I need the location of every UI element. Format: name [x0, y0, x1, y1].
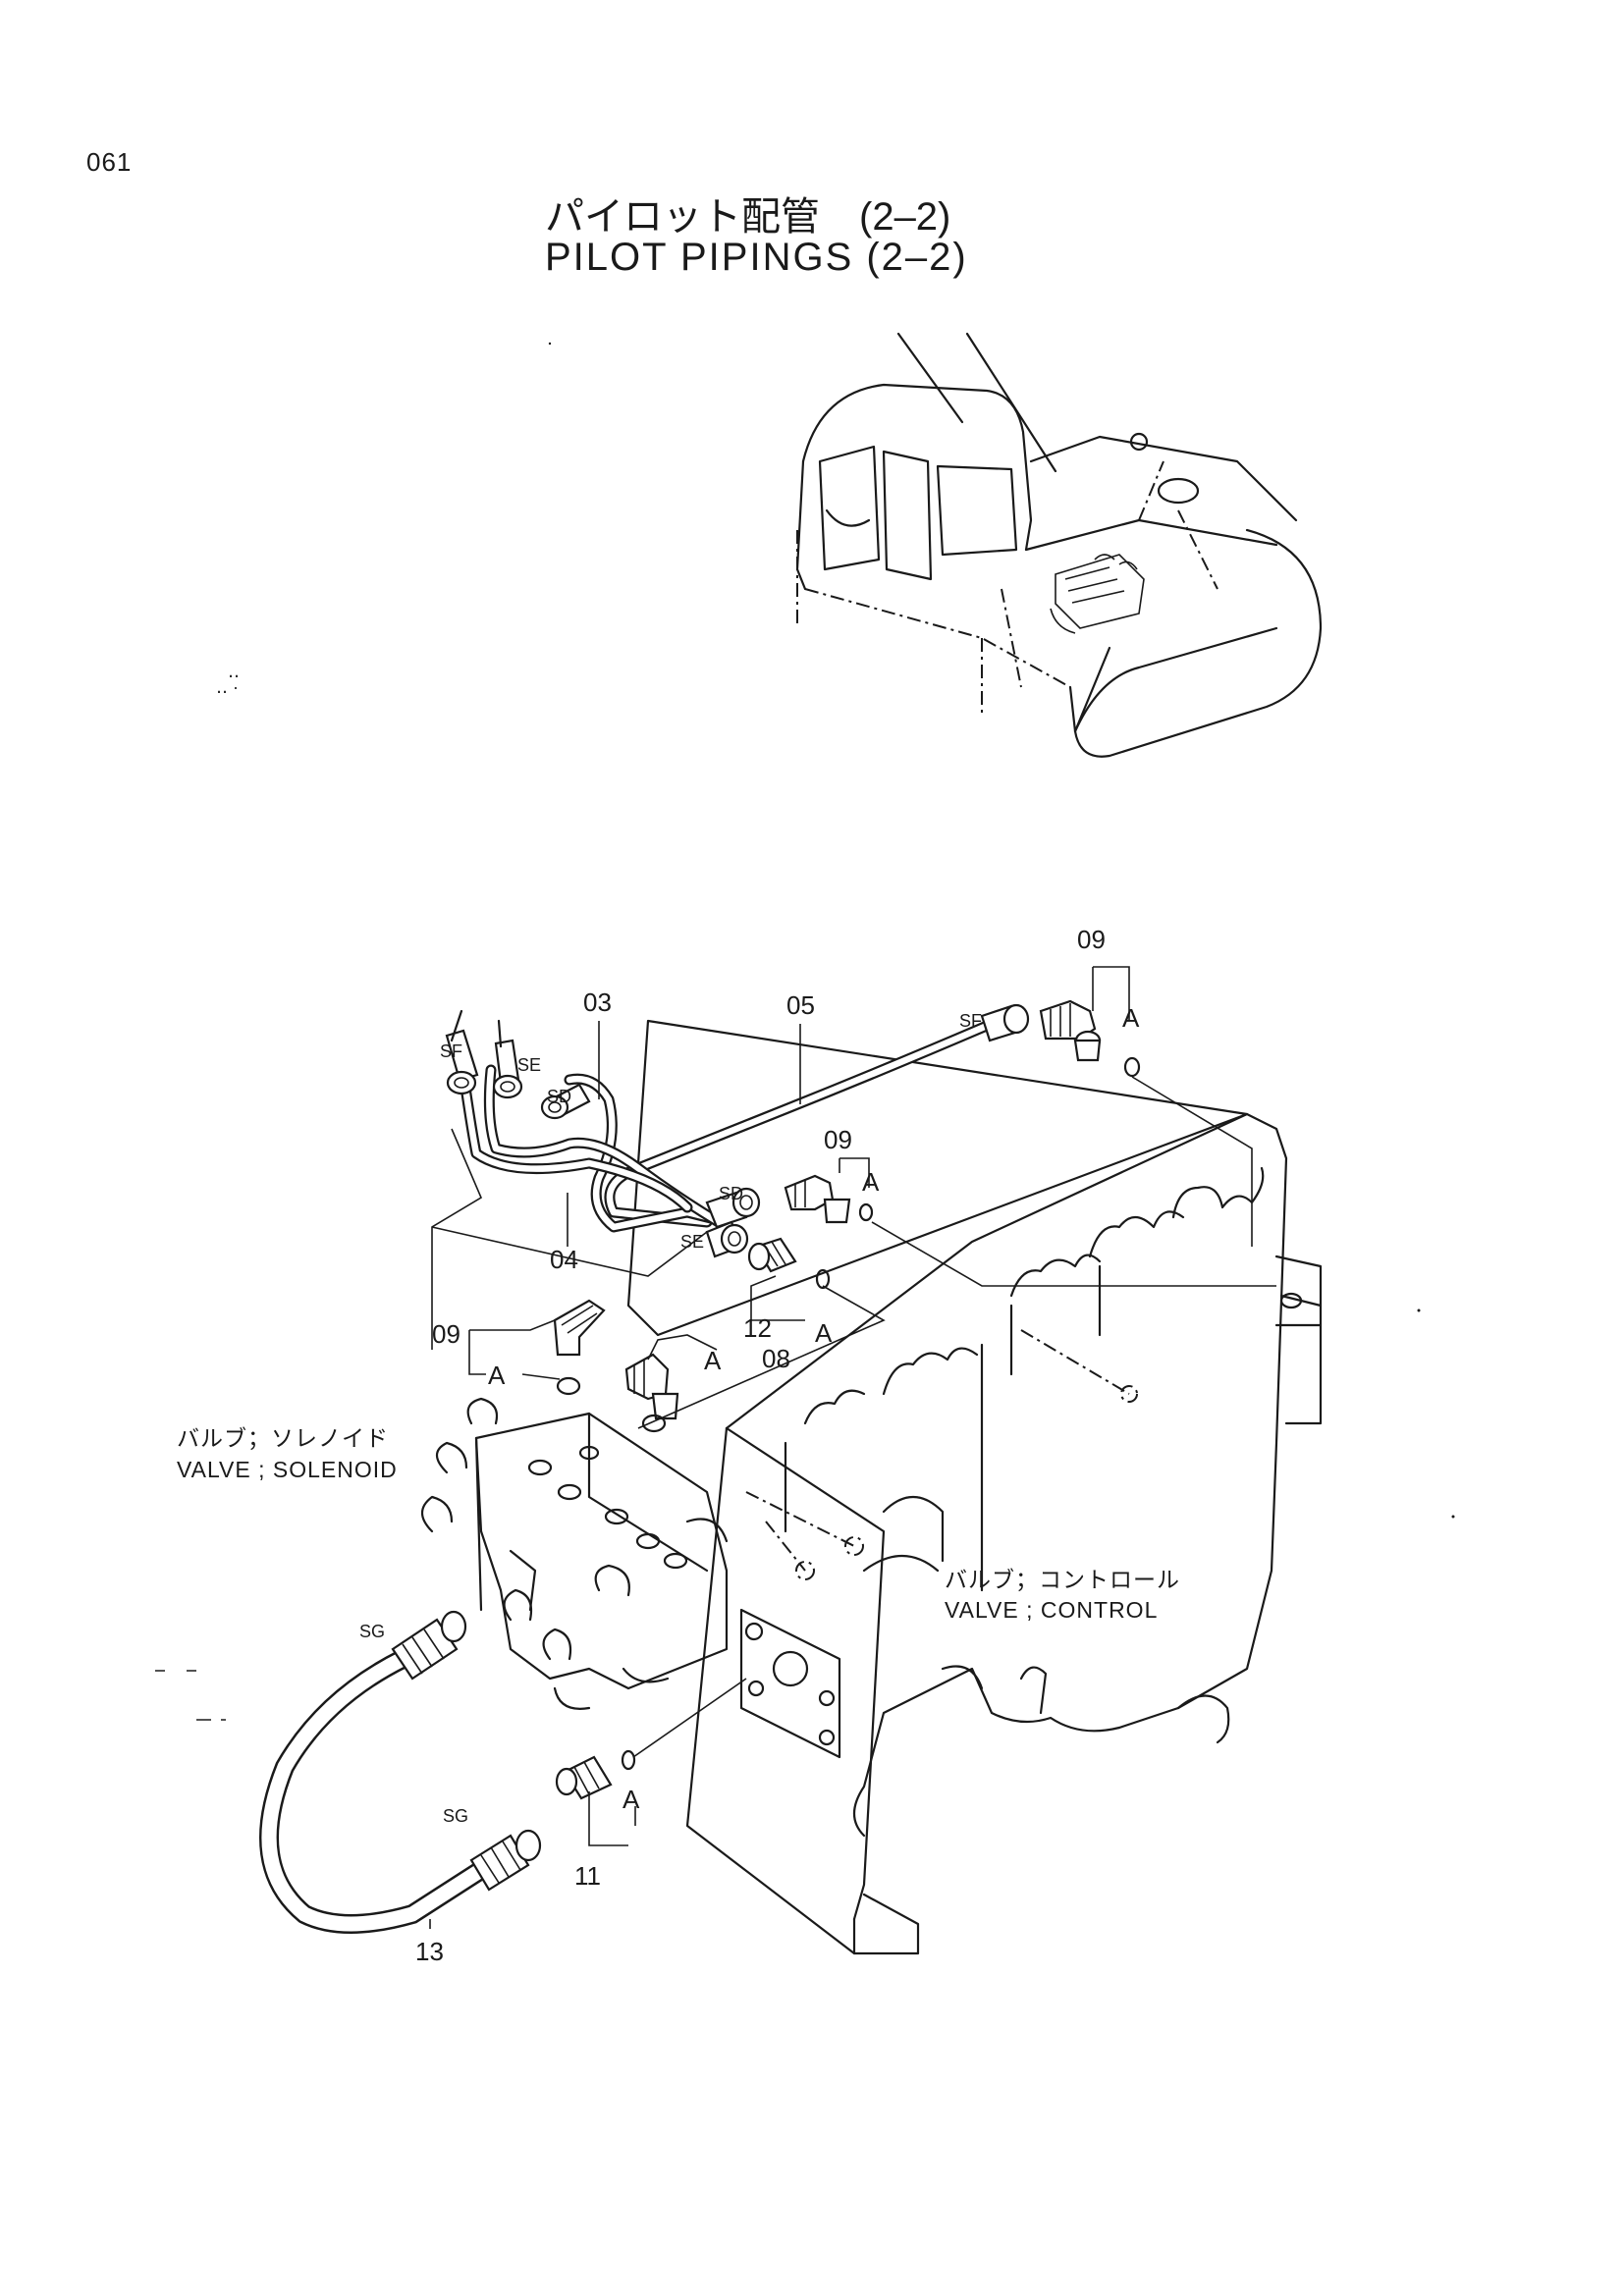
- port-sg-bottom: SG: [443, 1806, 468, 1826]
- view-markers: A A A A A A: [488, 1003, 1140, 1814]
- title-japanese: パイロット配管 (2–2): [545, 195, 951, 239]
- left-fittings: [445, 1009, 591, 1120]
- port-sg-top: SG: [359, 1622, 385, 1641]
- svg-text:‥: ‥: [228, 662, 240, 681]
- port-labels: SF SE SD SF SD SE SG SG: [359, 1011, 982, 1826]
- pilot-pipes: [456, 1020, 993, 1233]
- right-fittings: [980, 999, 1141, 1078]
- solenoid-caption-jp: バルブ；ソレノイド: [177, 1425, 389, 1451]
- view-marker-a-11: A: [623, 1785, 640, 1814]
- callout-09-top: 09: [1077, 925, 1106, 954]
- port-sf-right: SF: [959, 1011, 982, 1031]
- view-marker-a-fitting: A: [704, 1346, 722, 1375]
- view-marker-a-left: A: [488, 1361, 506, 1390]
- callout-03: 03: [583, 988, 612, 1017]
- callout-08: 08: [762, 1344, 790, 1373]
- solenoid-caption-en: VALVE ; SOLENOID: [177, 1457, 398, 1482]
- svg-text:‥ ·: ‥ ·: [216, 677, 239, 697]
- control-valve-illustration: [626, 1019, 1323, 1955]
- callout-09-mid: 09: [824, 1125, 852, 1154]
- view-marker-a-mid: A: [862, 1167, 880, 1197]
- callout-labels: 03 04 05 09 09 09 12 08 11 13: [415, 925, 1106, 1966]
- hose-13: [259, 1610, 636, 1934]
- stray-marks: [155, 342, 1455, 1721]
- port-se-right: SE: [680, 1232, 704, 1252]
- title-english: PILOT PIPINGS (2–2): [545, 236, 968, 279]
- leader-lines: [429, 966, 1276, 1929]
- lower-fittings: [705, 1174, 874, 1290]
- port-se-left: SE: [517, 1055, 541, 1075]
- control-caption-jp: バルブ；コントロール: [945, 1567, 1180, 1592]
- page-number: 061: [86, 147, 133, 177]
- solenoid-valve-illustration: [420, 1397, 729, 1710]
- solenoid-elbows: [553, 1299, 679, 1433]
- callout-09-left: 09: [432, 1319, 460, 1349]
- view-marker-a-12: A: [815, 1318, 833, 1348]
- callout-13: 13: [415, 1937, 444, 1966]
- view-marker-a-top: A: [1122, 1003, 1140, 1033]
- callout-12: 12: [743, 1313, 772, 1343]
- callout-05: 05: [786, 990, 815, 1020]
- callout-11: 11: [574, 1861, 601, 1891]
- control-caption-en: VALVE ; CONTROL: [945, 1597, 1158, 1623]
- port-sd-right: SD: [719, 1184, 743, 1203]
- port-sf-left: SF: [440, 1041, 462, 1061]
- port-sd-left: SD: [547, 1087, 571, 1106]
- excavator-overview-illustration: [795, 332, 1323, 758]
- component-captions: バルブ；ソレノイド VALVE ; SOLENOID バルブ；コントロール VA…: [177, 1425, 1180, 1623]
- callout-04: 04: [550, 1245, 578, 1274]
